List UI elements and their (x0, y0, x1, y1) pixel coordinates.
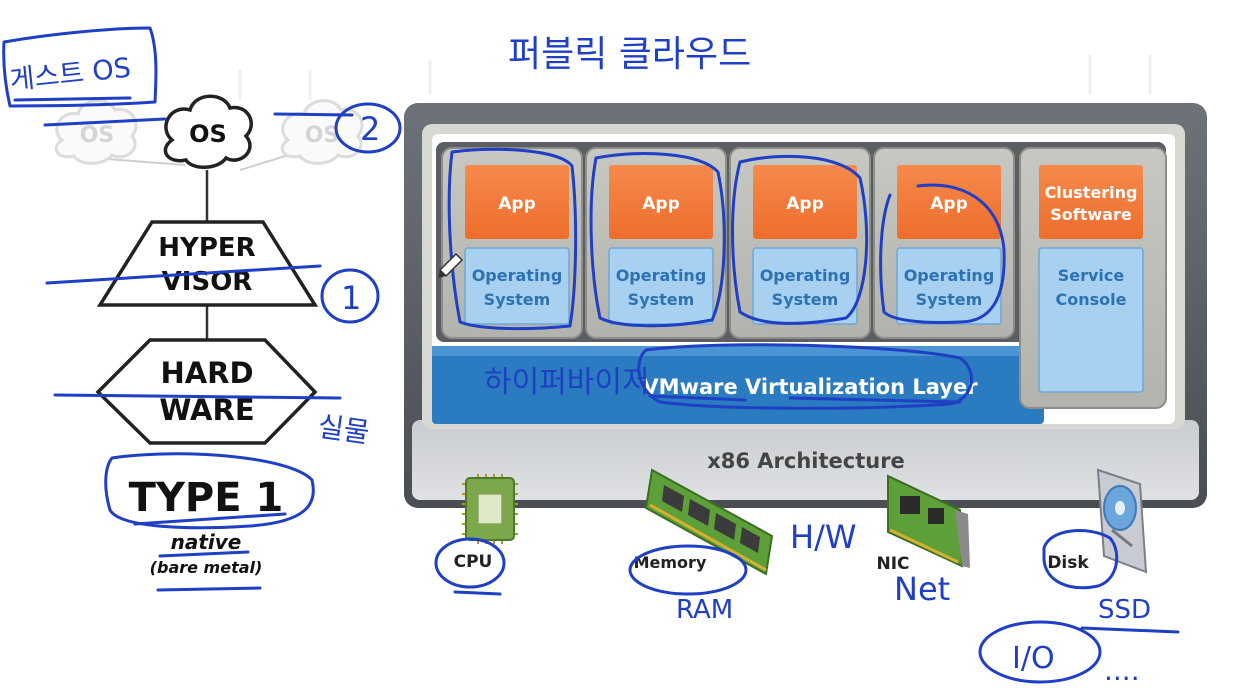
virtualization-layer-label: VMware Virtualization Layer (642, 375, 978, 399)
clustering-software (1039, 165, 1143, 239)
vm-3-os-line2: System (772, 290, 839, 309)
hardware-line1: HARD (160, 356, 253, 390)
vm-1-app-label: App (498, 194, 536, 214)
annotation-ssd: SSD (1098, 595, 1151, 625)
architecture-label: x86 Architecture (707, 449, 905, 473)
disk-icon (1096, 468, 1148, 574)
vm-2-app (609, 165, 713, 239)
annotation-io: I/O (1012, 641, 1055, 676)
vm-4-app-label: App (930, 194, 968, 214)
vm-1-os (464, 247, 570, 325)
annotation-guest-os: 게스트 OS (8, 53, 132, 97)
vm-3-app-label: App (786, 194, 824, 214)
vm-1-os-line1: Operating (472, 266, 563, 285)
cpu-circle (434, 537, 506, 589)
vm-2-app-label: App (642, 194, 680, 214)
annotation-public-cloud: 퍼블릭 클라우드 (508, 34, 751, 75)
vm-2-os-line1: Operating (616, 266, 707, 285)
annotation-hypervisor: 하이퍼바이저 (484, 365, 650, 400)
type1-diagram: OS OS OS HYPER VISOR HARD WARE TYPE 1 na… (54, 94, 364, 577)
vm-1-app (465, 165, 569, 239)
disk-label: Disk (1047, 553, 1089, 573)
type1-circle (104, 452, 315, 530)
hypervisor-line1: HYPER (158, 233, 255, 263)
nic-label: NIC (876, 554, 909, 574)
vm-3-os-line1: Operating (760, 266, 851, 285)
service-console-line1: Service (1058, 266, 1125, 285)
vm-1: App Operating System (441, 147, 583, 339)
architecture-area (412, 420, 1199, 500)
memory-icon (644, 468, 774, 576)
nic-icon (887, 474, 970, 568)
circle-one (320, 268, 380, 324)
hardware-block: HARD WARE (95, 338, 318, 445)
vm-3-os (752, 247, 858, 325)
cpu-icon (462, 474, 518, 544)
os-left-label: OS (80, 123, 115, 148)
vm-2-os-line2: System (628, 290, 695, 309)
os-main-label: OS (189, 120, 227, 148)
vm-1-os-line2: System (484, 290, 551, 309)
os-right-label: OS (305, 123, 340, 148)
io-circle (978, 620, 1102, 684)
annotation-physical: 실물 (316, 410, 372, 450)
memory-circle (628, 544, 748, 596)
guest-os-box (2, 26, 158, 108)
annotation-hw: H/W (790, 518, 856, 556)
service-console (1038, 247, 1144, 393)
vmware-diagram: x86 Architecture VMware Virtualization L… (404, 103, 1207, 508)
annotation-two: 2 (360, 110, 380, 148)
annotation-net: Net (894, 570, 950, 608)
vm-4: App Operating System (873, 147, 1015, 339)
vm-2-os (608, 247, 714, 325)
vm-3-app (753, 165, 857, 239)
clustering-line2: Software (1050, 205, 1132, 224)
annotation-one: 1 (341, 279, 361, 317)
virtualization-layer (432, 346, 1044, 424)
os-cloud-left-faded: OS (54, 99, 138, 165)
hardware-line2: WARE (159, 393, 254, 427)
vm-4-os-line1: Operating (904, 266, 995, 285)
annotation-ram: RAM (676, 595, 733, 625)
pencil-icon (438, 252, 464, 278)
type-label: TYPE 1 (129, 475, 284, 521)
bare-metal-label: (bare metal) (150, 558, 263, 577)
service-console-line2: Console (1056, 290, 1127, 309)
native-label: native (171, 530, 242, 554)
vm-2: App Operating System (585, 147, 727, 339)
os-cloud-right-faded: OS (280, 99, 364, 165)
hypervisor-block: HYPER VISOR (96, 220, 319, 307)
clustering-line1: Clustering (1045, 183, 1138, 202)
circle-two (334, 102, 402, 154)
vm-4-os-line2: System (916, 290, 983, 309)
cpu-label: CPU (454, 552, 493, 572)
handwriting-layer: 퍼블릭 클라우드 게스트 OS 2 1 실물 하 (2, 26, 1180, 687)
memory-label: Memory (634, 553, 707, 572)
annotation-dots: .... (1104, 654, 1140, 687)
os-cloud-main: OS (163, 94, 253, 169)
service-column: Clustering Software Service Console (1019, 147, 1167, 409)
disk-circle (1042, 529, 1119, 590)
vm-4-app (897, 165, 1001, 239)
vm-3: App Operating System (729, 147, 871, 339)
background-guides (238, 55, 1152, 100)
